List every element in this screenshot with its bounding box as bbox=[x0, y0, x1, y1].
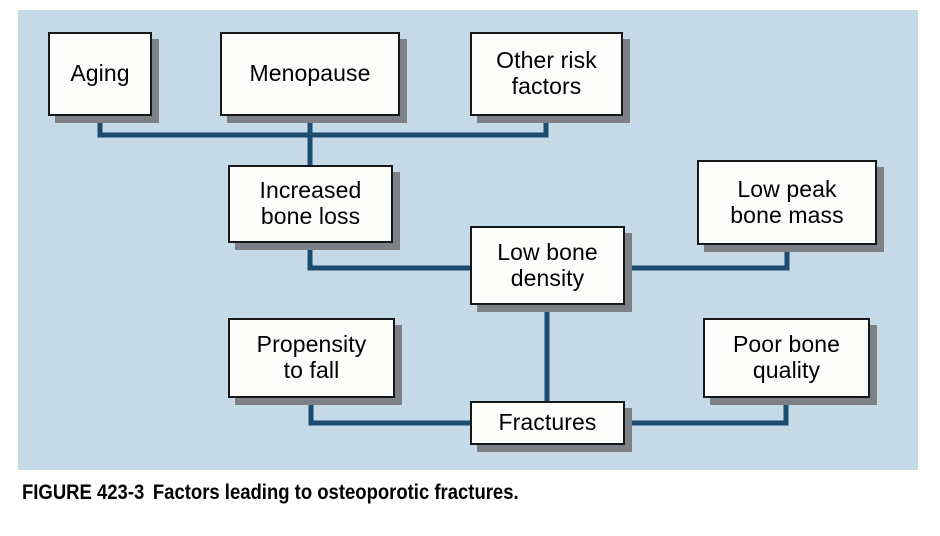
node-low-bone-density-line2: density bbox=[510, 264, 585, 291]
node-other-risk-factors-line1: Other risk bbox=[496, 47, 597, 74]
node-other-risk-factors[interactable]: Other risk factors bbox=[470, 32, 623, 116]
node-poor-bone-quality-line2: quality bbox=[752, 357, 821, 383]
node-increased-bone-loss[interactable]: Increased bone loss bbox=[228, 165, 393, 243]
node-low-peak-bone-mass[interactable]: Low peak bone mass bbox=[697, 160, 877, 245]
node-low-bone-density-line1: Low bone bbox=[497, 238, 598, 265]
node-poor-bone-quality-line1: Poor bone bbox=[732, 331, 841, 358]
node-propensity-to-fall-line2: to fall bbox=[283, 357, 340, 383]
figure-caption-text: Factors leading to osteoporotic fracture… bbox=[152, 480, 519, 504]
node-menopause[interactable]: Menopause bbox=[220, 32, 400, 116]
node-propensity-to-fall[interactable]: Propensity to fall bbox=[228, 318, 395, 398]
node-poor-bone-quality[interactable]: Poor bone quality bbox=[703, 318, 870, 398]
node-fractures-label: Fractures bbox=[498, 409, 597, 436]
node-propensity-to-fall-line1: Propensity bbox=[256, 331, 367, 358]
figure-caption: FIGURE 423-3 Factors leading to osteoporo… bbox=[22, 480, 796, 505]
node-aging[interactable]: Aging bbox=[48, 32, 152, 116]
node-increased-bone-loss-line1: Increased bbox=[259, 177, 362, 204]
node-increased-bone-loss-line2: bone loss bbox=[260, 203, 361, 229]
node-low-bone-density[interactable]: Low bone density bbox=[470, 226, 625, 305]
node-fractures[interactable]: Fractures bbox=[470, 401, 625, 445]
node-other-risk-factors-line2: factors bbox=[511, 73, 582, 99]
node-low-peak-bone-mass-line1: Low peak bbox=[737, 175, 837, 202]
node-aging-label: Aging bbox=[70, 60, 130, 87]
node-menopause-label: Menopause bbox=[249, 60, 371, 87]
figure-caption-label: FIGURE 423-3 bbox=[22, 480, 145, 504]
node-low-peak-bone-mass-line2: bone mass bbox=[730, 201, 844, 228]
